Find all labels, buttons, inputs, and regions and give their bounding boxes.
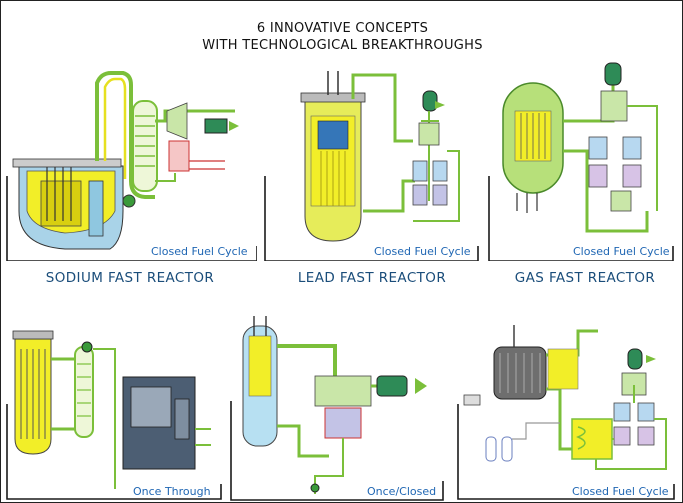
title-line-1: 6 INNOVATIVE CONCEPTS xyxy=(256,21,429,36)
gas-reactor-illustration xyxy=(488,62,674,261)
panel-closed-cycle-reactor: Closed Fuel Cycle xyxy=(456,319,678,501)
panel-once-closed-caption: Once/Closed xyxy=(367,485,437,498)
panel-lead-fast-reactor: Closed Fuel Cycle xyxy=(263,61,481,261)
panel-lead-caption: Closed Fuel Cycle xyxy=(374,245,471,258)
label-sodium-fast-reactor: SODIUM FAST REACTOR xyxy=(45,270,215,286)
panel-gas-fast-reactor: Closed Fuel Cycle xyxy=(487,61,677,261)
panel-sodium-caption: Closed Fuel Cycle xyxy=(151,245,248,258)
title-line-2: WITH TECHNOLOGICAL BREAKTHROUGHS xyxy=(202,38,483,53)
once-through-reactor-illustration xyxy=(6,330,222,500)
panel-once-through-caption: Once Through xyxy=(133,485,211,498)
panel-once-through-reactor: Once Through xyxy=(5,309,223,501)
lead-reactor-illustration xyxy=(264,71,479,261)
panel-closed-cycle-caption: Closed Fuel Cycle xyxy=(572,485,669,498)
once-closed-reactor-illustration xyxy=(230,316,444,501)
sodium-reactor-illustration xyxy=(6,71,257,261)
label-lead-fast-reactor: LEAD FAST REACTOR xyxy=(297,270,447,286)
label-gas-fast-reactor: GAS FAST REACTOR xyxy=(514,270,656,286)
panel-gas-caption: Closed Fuel Cycle xyxy=(573,245,670,258)
closed-cycle-reactor-illustration xyxy=(457,325,675,500)
panel-sodium-fast-reactor: Closed Fuel Cycle xyxy=(5,61,257,261)
panel-once-closed-reactor: Once/Closed xyxy=(229,306,447,501)
